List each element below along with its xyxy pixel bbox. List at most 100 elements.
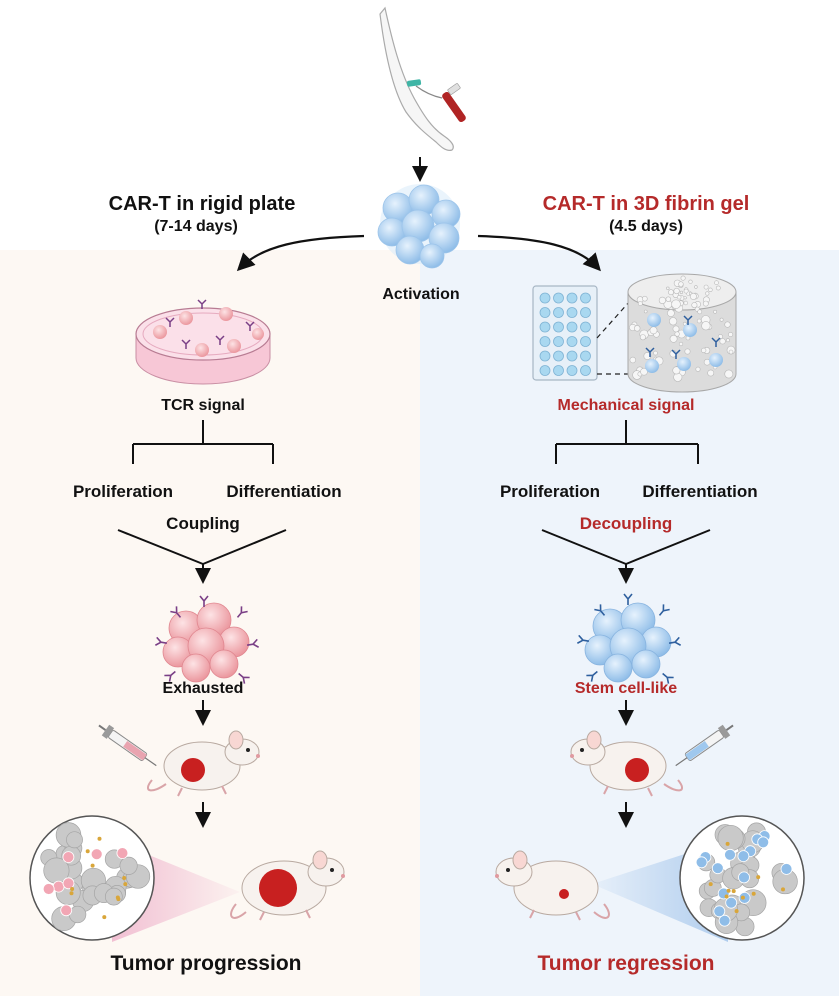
car-t-cell (711, 862, 724, 875)
plate-well (580, 350, 591, 362)
plate-well (539, 336, 551, 347)
gel-pore (684, 348, 691, 355)
decoupling-label: Decoupling (579, 514, 673, 533)
gel-pore (726, 338, 730, 343)
gel-pore (701, 321, 711, 331)
gel-pore (643, 309, 648, 314)
stem-cell-cluster-icon (576, 593, 682, 684)
gel-pore (705, 291, 710, 296)
mouse-small-tumor-icon (495, 850, 610, 921)
gel-pore (678, 281, 684, 287)
cytokine-dot (97, 836, 102, 841)
zoom-line-top (596, 291, 639, 339)
fibrin-gel-cylinder-icon (627, 273, 737, 393)
syringe-icon (98, 724, 157, 767)
gel-pore (658, 296, 667, 305)
syringe-icon (675, 724, 734, 767)
gel-pore (649, 326, 658, 335)
plate-well (580, 365, 591, 376)
car-t-cell (718, 914, 731, 927)
gel-pore (683, 288, 689, 294)
gel-pore (702, 300, 709, 307)
left-duration: (7-14 days) (154, 218, 238, 235)
tumor-microenvironment-icon (679, 815, 805, 941)
car-t-cell (62, 877, 75, 890)
gel-pore (673, 372, 683, 382)
cytokine-dot (731, 889, 736, 894)
plate-well (566, 350, 578, 362)
gel-pore (668, 317, 678, 326)
car-t-cell (90, 848, 103, 861)
gel-pore (666, 286, 670, 290)
car-t-cell (713, 905, 726, 918)
gel-pore (643, 352, 652, 360)
gel-pore (694, 285, 698, 289)
gel-pore (680, 275, 686, 281)
cytokine-dot (725, 841, 730, 846)
right-outcome-label: Tumor regression (537, 952, 715, 975)
cytokine-dot (756, 875, 761, 880)
car-t-cell (52, 880, 65, 893)
left-differentiation-label: Differentiation (226, 482, 342, 501)
gel-pore (691, 302, 698, 309)
plate-well (553, 350, 564, 362)
well-plate-icon (532, 285, 598, 381)
gel-pore (724, 321, 731, 328)
mouse-injected-left-icon (147, 730, 260, 797)
car-t-cell (737, 850, 750, 862)
gel-pore (683, 300, 688, 306)
plate-well (553, 292, 564, 304)
cytokine-dot (724, 894, 729, 899)
gel-pore (719, 338, 726, 345)
car-t-cell (725, 896, 738, 909)
gel-pore (672, 325, 680, 333)
car-t-cell (757, 836, 770, 849)
car-t-cell (724, 848, 736, 861)
gel-pore (641, 295, 648, 302)
coupling-label: Coupling (166, 514, 240, 533)
gel-pore (678, 341, 684, 347)
exhausted-label: Exhausted (162, 680, 244, 697)
gel-pore (673, 287, 680, 295)
right-signal-label: Mechanical signal (557, 397, 695, 414)
right-duration: (4.5 days) (609, 218, 683, 235)
tumor-cell (717, 824, 744, 852)
car-t-cell (42, 883, 55, 895)
tumor-microenvironment-icon (29, 815, 155, 941)
plate-well (539, 365, 551, 376)
plate-well (539, 307, 551, 318)
mouse-injected-right-icon (570, 730, 683, 797)
left-outcome-label: Tumor progression (110, 952, 302, 975)
cytokine-dot (122, 876, 127, 880)
plate-well (566, 336, 578, 347)
plate-well (566, 321, 578, 333)
gel-pore (719, 317, 724, 322)
left-proliferation-label: Proliferation (72, 482, 174, 501)
petri-dish-icon (135, 299, 271, 385)
right-differentiation-label: Differentiation (642, 482, 758, 501)
exhausted-cell-cluster-icon (154, 595, 260, 684)
car-t-cell (695, 856, 708, 869)
gel-pore (703, 284, 709, 290)
right-proliferation-label: Proliferation (499, 482, 601, 501)
cytokine-dot (85, 849, 90, 854)
cytokine-dot (123, 882, 128, 887)
left-signal-label: TCR signal (161, 397, 245, 414)
gel-pore (683, 296, 687, 300)
plate-well (566, 365, 578, 376)
gel-pore (714, 280, 719, 286)
plate-well (580, 336, 591, 347)
tumor-cell (119, 856, 138, 875)
gel-pore (695, 366, 701, 372)
tumor-cell (66, 831, 83, 849)
gel-pore (640, 367, 648, 376)
cytokine-dot (115, 895, 120, 900)
gel-pore (728, 331, 734, 337)
gel-pore (713, 309, 718, 314)
gel-pore (715, 285, 721, 291)
cytokine-dot (69, 891, 74, 896)
car-t-cell (60, 904, 73, 917)
gel-pore (724, 369, 734, 379)
cytokine-dot (781, 887, 785, 892)
